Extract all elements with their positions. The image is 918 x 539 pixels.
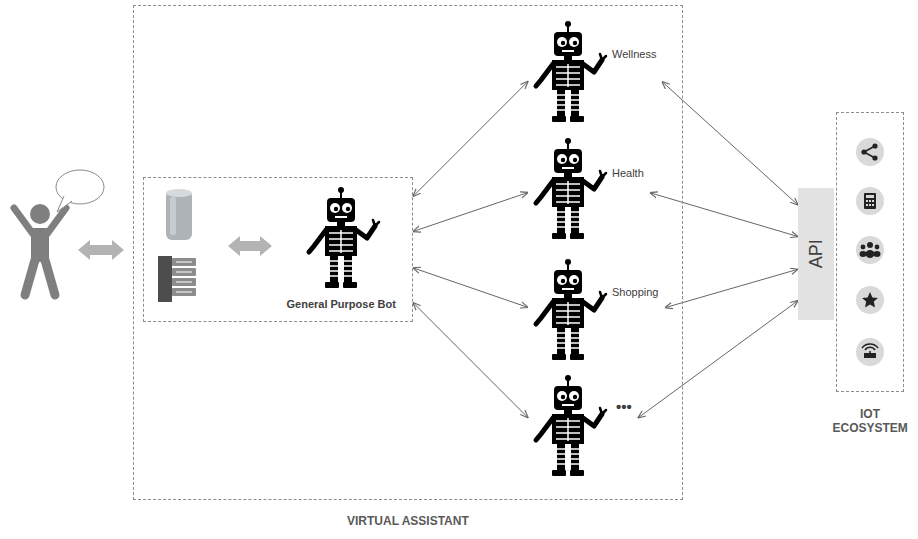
device-bar [172, 258, 196, 266]
bot-label: Wellness [612, 48, 656, 61]
icon-circle [856, 138, 884, 166]
robot-figure [528, 137, 608, 242]
connector-arrow [413, 193, 528, 232]
icon-circle [856, 338, 884, 366]
icon-circle [856, 236, 884, 264]
iot-icons [856, 138, 884, 366]
robot-figure [309, 187, 379, 288]
connector-arrow [413, 81, 528, 196]
device-lines [176, 262, 192, 292]
device-bar [172, 288, 196, 296]
robot-figure [528, 374, 608, 479]
speaker-body [166, 190, 192, 240]
device-bar [172, 268, 196, 276]
speaker-top [166, 189, 192, 197]
calculator-icon [864, 193, 876, 209]
people-icon [860, 242, 881, 258]
group-label: VIRTUAL ASSISTANT [347, 514, 469, 528]
block-double-arrow [78, 240, 124, 260]
connector-arrow [638, 301, 798, 418]
api-label: API [805, 239, 827, 268]
robot-figure [528, 258, 608, 363]
robot-figure [528, 20, 608, 125]
smart-speaker [166, 189, 192, 240]
speech-bubble [56, 170, 104, 212]
bot-label: Shopping [612, 286, 659, 299]
person-head [30, 204, 50, 224]
icon-circle [856, 187, 884, 215]
person-leg [25, 260, 35, 295]
connector-arrow [413, 303, 528, 418]
connector-arrow [665, 269, 798, 307]
device-side [158, 256, 172, 302]
person-arm [14, 208, 33, 234]
bot-label: ••• [616, 398, 632, 416]
star-icon [862, 292, 878, 308]
connector-arrow [413, 268, 528, 308]
general-bot-group: General Purpose Bot [143, 177, 413, 322]
router-icon [862, 344, 878, 358]
domain-bot: Health [528, 137, 650, 242]
connector-arrow [650, 193, 798, 237]
iot-boundary: IOT ECOSYSTEM [836, 112, 904, 392]
domain-bot: Shopping [528, 258, 665, 363]
person [14, 204, 66, 295]
robot-figure [301, 186, 381, 291]
bot-label: Health [612, 167, 644, 180]
icon-circle [856, 286, 884, 314]
domain-bot: ••• [528, 374, 638, 479]
domain-bot: Wellness [528, 20, 662, 125]
bubble-tail [57, 196, 72, 212]
assistant-boundary: VIRTUAL ASSISTANTGeneral Purpose BotWell… [133, 5, 683, 500]
robot-figure [536, 21, 606, 122]
share-icon [861, 143, 877, 160]
person-leg [45, 260, 55, 295]
display-device [158, 256, 196, 302]
robot-figure [536, 375, 606, 476]
robot-figure [536, 259, 606, 360]
block-double-arrow [228, 236, 272, 256]
device-bar [172, 278, 196, 286]
bot-label: General Purpose Bot [287, 298, 396, 311]
speaker-shine [170, 197, 176, 235]
group-label: IOT ECOSYSTEM [833, 407, 908, 436]
api-box: API [798, 188, 834, 320]
robot-figure [536, 138, 606, 239]
